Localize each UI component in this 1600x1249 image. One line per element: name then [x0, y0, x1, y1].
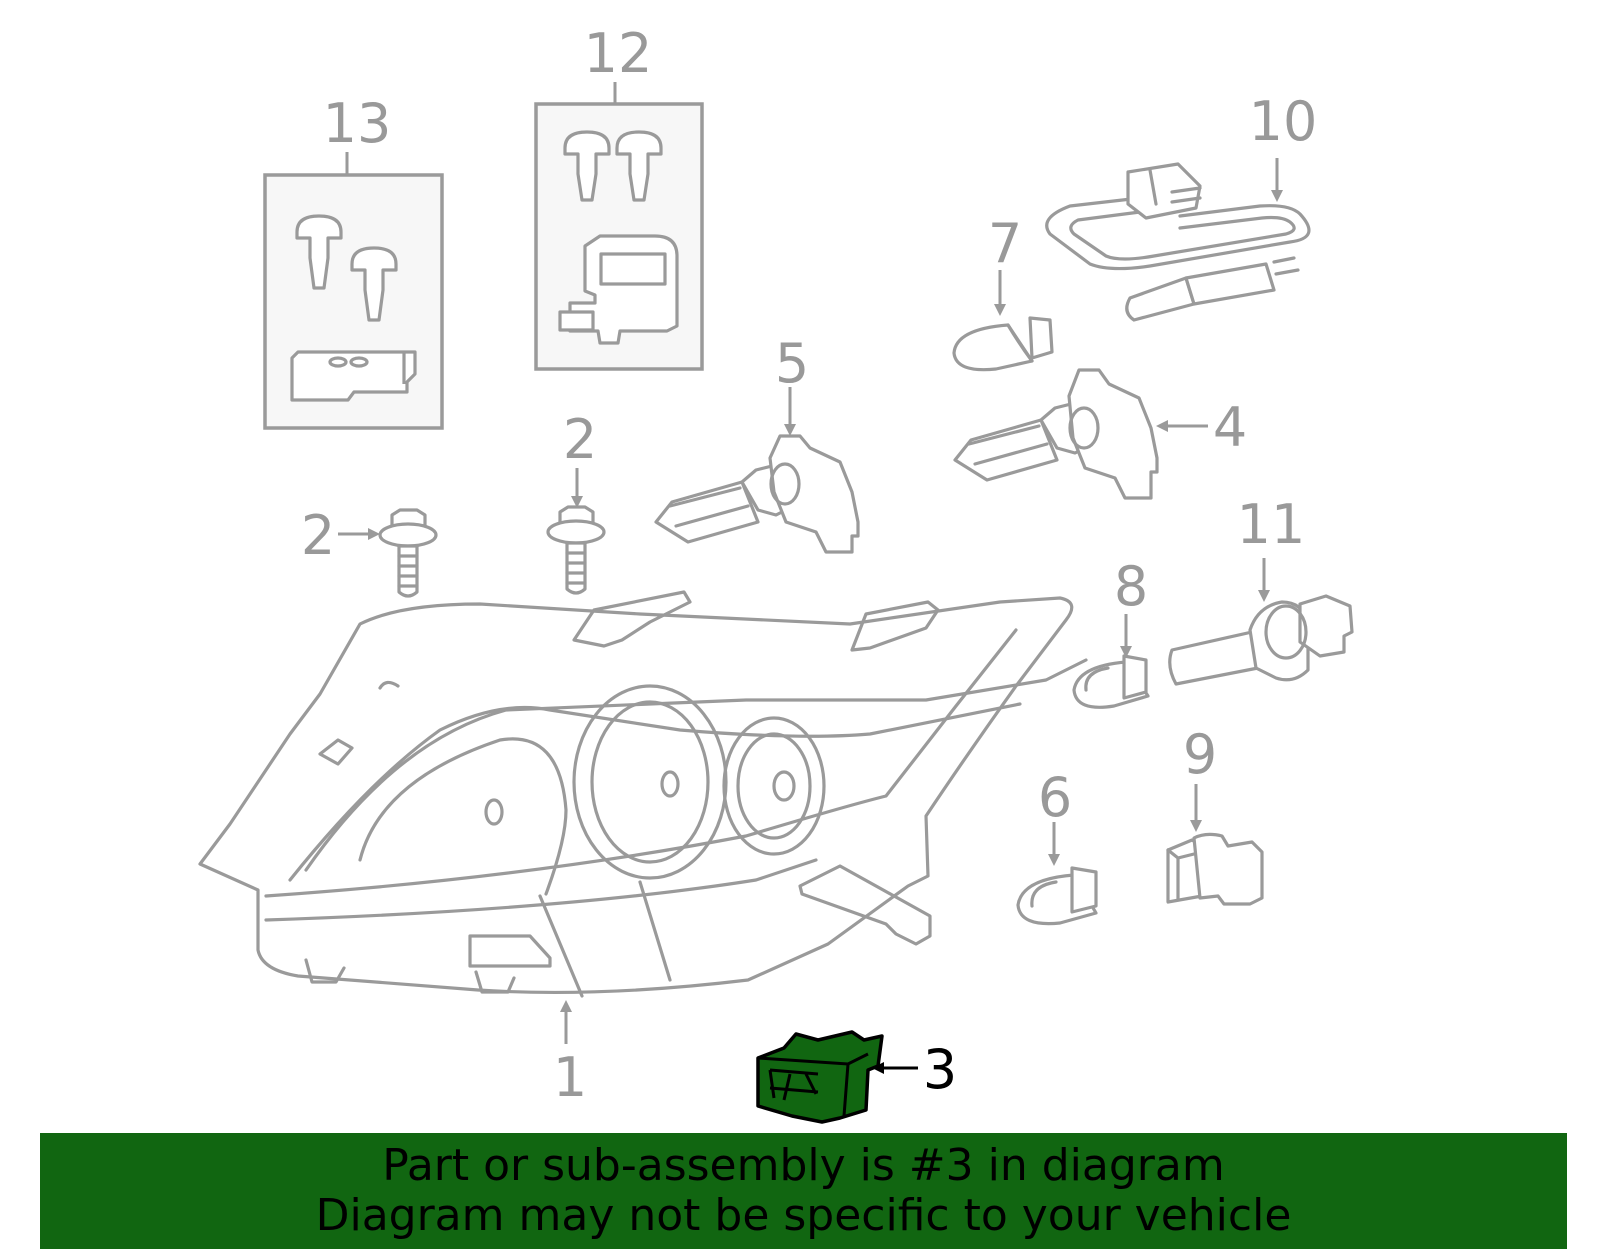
label-8: 8 — [1114, 555, 1148, 618]
part-4-headlamp-bulb[interactable] — [953, 368, 1159, 500]
leader-1 — [560, 1000, 572, 1044]
banner-line-1: Part or sub-assembly is #3 in diagram — [382, 1140, 1225, 1191]
part-2-bolt-center[interactable] — [546, 505, 606, 595]
label-6: 6 — [1038, 766, 1072, 829]
part-8-bulb[interactable] — [1072, 654, 1150, 709]
leader-6 — [1048, 822, 1060, 866]
part-13-kit[interactable] — [263, 152, 444, 430]
leader-4 — [1156, 420, 1208, 432]
part-2-bolt-left[interactable] — [378, 508, 438, 598]
leader-3 — [872, 1062, 918, 1074]
label-5: 5 — [775, 332, 809, 395]
part-9-bulb-socket[interactable] — [1166, 832, 1264, 906]
leader-8 — [1120, 614, 1132, 658]
leader-7 — [994, 270, 1006, 316]
label-7: 7 — [988, 212, 1022, 275]
label-4: 4 — [1213, 396, 1247, 459]
label-13: 13 — [323, 92, 392, 155]
label-2-left: 2 — [301, 504, 335, 567]
part-7-bulb[interactable] — [952, 316, 1054, 372]
label-10: 10 — [1249, 90, 1318, 153]
part-1-headlamp-assembly[interactable] — [198, 590, 1088, 998]
leader-9 — [1190, 784, 1202, 832]
label-1: 1 — [553, 1046, 587, 1109]
leader-10 — [1271, 158, 1283, 202]
leader-2-center — [571, 468, 583, 508]
part-11-bulb-socket[interactable] — [1168, 594, 1354, 686]
label-3: 3 — [923, 1038, 957, 1101]
label-12: 12 — [584, 22, 653, 85]
part-3-highlighted-module[interactable] — [756, 1030, 884, 1124]
leader-2-left — [338, 528, 380, 540]
label-2-center: 2 — [563, 408, 597, 471]
info-banner: Part or sub-assembly is #3 in diagram Di… — [40, 1133, 1567, 1249]
label-11: 11 — [1237, 493, 1306, 556]
part-12-kit[interactable] — [534, 82, 704, 371]
part-6-bulb[interactable] — [1016, 866, 1098, 926]
label-9: 9 — [1183, 723, 1217, 786]
part-5-headlamp-bulb[interactable] — [654, 434, 860, 554]
leader-5 — [784, 387, 796, 436]
parts-diagram: 13 12 2 2 — [198, 22, 1354, 1124]
leader-11 — [1258, 558, 1270, 602]
banner-line-2: Diagram may not be specific to your vehi… — [315, 1190, 1292, 1241]
part-10-wire-harness[interactable] — [1045, 162, 1311, 322]
